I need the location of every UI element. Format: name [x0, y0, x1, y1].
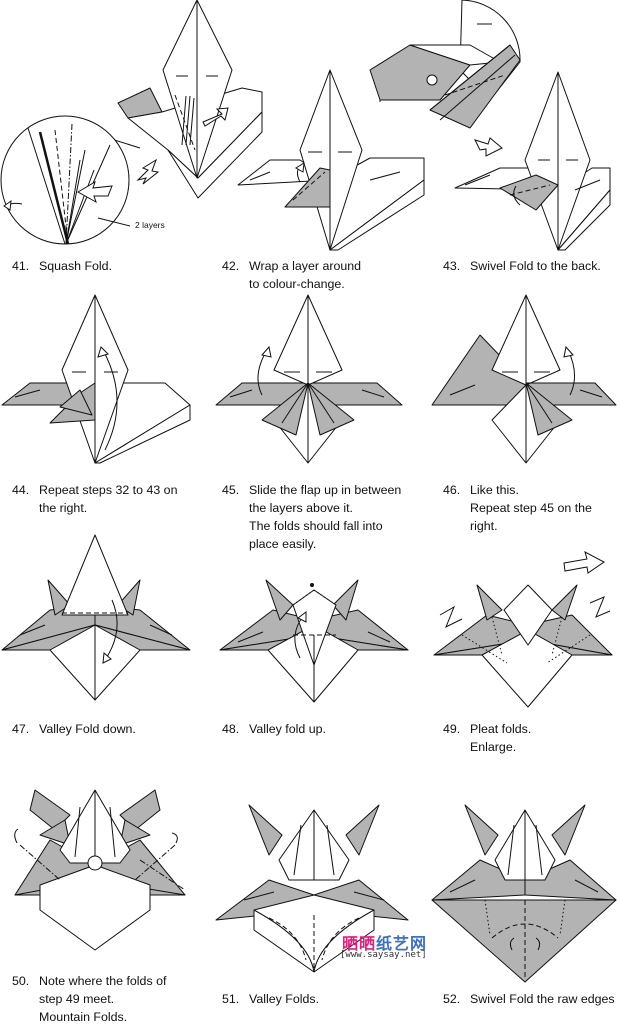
watermark-chinese-a: 晒晒	[342, 936, 377, 953]
step-51-diagram	[214, 800, 414, 975]
push-arrow-icon	[474, 137, 503, 157]
pleat-zigzag-icon	[589, 596, 611, 618]
step-42-diagram	[230, 69, 430, 255]
fold-arrow-icon	[76, 180, 113, 204]
push-arrow-icon	[136, 158, 160, 185]
fold-arrow-icon	[202, 107, 229, 127]
step-48-diagram	[218, 579, 418, 710]
enlarge-arrow-icon	[563, 551, 605, 574]
watermark-url: [www.saysay.net]	[340, 950, 427, 960]
hold-point-icon	[310, 583, 314, 587]
step-50-diagram	[0, 785, 200, 955]
step-44-diagram	[0, 294, 200, 465]
step-46-diagram	[430, 294, 620, 465]
step-45-diagram	[212, 294, 412, 465]
pleat-zigzag-icon	[439, 605, 463, 629]
step-41-diagram: 2 layers	[0, 0, 270, 255]
step-47-diagram	[0, 534, 200, 705]
watermark-chinese-b: 纸艺网	[376, 936, 428, 953]
step-49-diagram	[432, 545, 620, 710]
step-43-diagram	[360, 0, 620, 255]
site-watermark: 晒晒纸艺网 [www.saysay.net]	[340, 930, 460, 968]
step-52-diagram	[430, 800, 620, 985]
two-layers-label: 2 layers	[135, 220, 165, 230]
